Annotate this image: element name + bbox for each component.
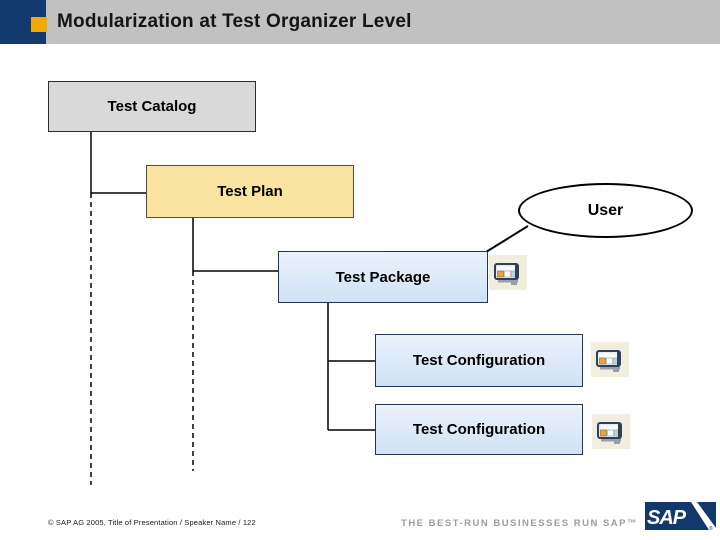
node-label: Test Package	[335, 268, 431, 286]
test-object-icon	[489, 255, 527, 290]
node-test-package: Test Package	[278, 251, 488, 303]
test-object-icon-glyph	[494, 262, 519, 285]
test-object-icon	[592, 414, 630, 449]
test-object-icon-glyph	[597, 421, 622, 444]
footer-copyright: © SAP AG 2005, Title of Presentation / S…	[48, 518, 256, 527]
node-label: Test Plan	[217, 183, 283, 200]
node-test-configuration-1: Test Configuration	[375, 334, 583, 387]
node-test-configuration-2: Test Configuration	[375, 404, 583, 455]
sap-logo-graphic: SAP ®	[645, 502, 716, 532]
test-object-icon	[591, 342, 629, 377]
sap-logo: SAP ®	[645, 502, 716, 532]
node-label: Test Catalog	[107, 98, 197, 115]
sap-logo-text: SAP	[647, 507, 687, 529]
node-test-catalog: Test Catalog	[48, 81, 256, 132]
page-title: Modularization at Test Organizer Level	[57, 11, 412, 32]
accent-square-icon	[31, 17, 47, 32]
footer-tagline: THE BEST-RUN BUSINESSES RUN SAP™	[401, 518, 638, 529]
node-user-ellipse: User	[518, 183, 693, 238]
node-test-plan: Test Plan	[146, 165, 354, 218]
node-label: User	[587, 201, 624, 219]
node-label: Test Configuration	[412, 421, 546, 438]
test-object-icon-glyph	[596, 349, 621, 372]
registered-mark: ®	[709, 525, 713, 531]
node-label: Test Configuration	[412, 352, 546, 369]
header-bar	[0, 0, 720, 44]
